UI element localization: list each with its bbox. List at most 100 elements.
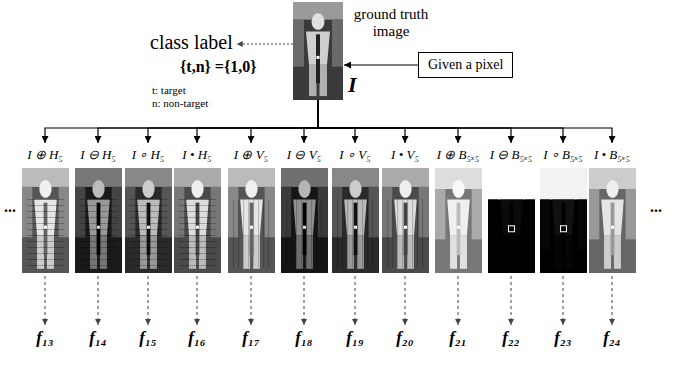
feature-image-picture	[174, 168, 221, 273]
figure-leg	[149, 235, 156, 269]
texture-line	[321, 200, 322, 268]
texture-line	[79, 205, 117, 206]
image-side	[576, 200, 586, 250]
figure-leg	[613, 235, 620, 269]
texture-line	[397, 200, 398, 268]
feature-pointer	[405, 276, 406, 325]
feature-pointer	[98, 276, 99, 325]
texture-line	[311, 200, 312, 268]
feature-name: f₁₇	[225, 328, 277, 348]
pixel-marker	[560, 226, 566, 232]
ground-truth-image: ground truth image	[293, 2, 343, 100]
connector	[304, 100, 318, 143]
texture-line	[387, 200, 388, 268]
figure-leg	[37, 235, 44, 269]
figure-head	[312, 13, 325, 30]
image-side	[264, 187, 274, 237]
pixel-marker	[196, 226, 199, 229]
texture-line	[178, 217, 216, 218]
thermal-image	[293, 2, 343, 100]
figure-leg	[309, 65, 317, 96]
texture-line	[129, 199, 167, 200]
feature-image: I ⊕ B₅ₓ₅	[432, 146, 484, 273]
texture-line	[316, 200, 317, 268]
texture-line	[422, 200, 423, 268]
figure-head	[452, 180, 464, 198]
texture-line	[79, 241, 117, 242]
texture-line	[258, 200, 259, 268]
image-side	[488, 200, 498, 250]
legend-note: n: non-target	[152, 97, 208, 110]
texture-line	[253, 200, 254, 268]
connector	[318, 100, 355, 143]
texture-line	[243, 200, 244, 268]
connector	[344, 64, 418, 65]
figure-head	[39, 180, 51, 198]
feature-name: f₁₅	[122, 328, 174, 348]
texture-line	[357, 200, 358, 268]
texture-line	[26, 199, 64, 200]
feature-pointer	[304, 276, 305, 325]
feature-name: f₂₃	[537, 328, 589, 348]
figure-leg	[90, 235, 97, 269]
pixel-marker	[44, 226, 47, 229]
figure-head	[142, 180, 154, 198]
image-background	[125, 168, 172, 273]
texture-line	[79, 253, 117, 254]
texture-line	[296, 200, 297, 268]
feature-pointer	[612, 276, 613, 325]
texture-line	[129, 205, 167, 206]
connector	[251, 100, 318, 143]
figure-object	[316, 34, 320, 83]
figure-object	[610, 203, 614, 256]
pixel-marker	[457, 226, 460, 229]
figure-leg	[198, 235, 205, 269]
figure-head	[505, 180, 517, 198]
figure-object	[509, 203, 513, 256]
image-background	[281, 168, 328, 273]
texture-line	[291, 200, 292, 268]
texture-line	[248, 200, 249, 268]
feature-image: I ∘ H₅	[122, 146, 174, 273]
feature-pointer	[45, 276, 46, 325]
image-side	[317, 187, 327, 237]
ellipsis: ...	[650, 198, 662, 216]
figure-head	[298, 180, 310, 198]
feature-pointer	[458, 276, 459, 325]
texture-line	[26, 217, 64, 218]
figure-leg	[512, 235, 519, 269]
feature-name: f₂₄	[586, 328, 638, 348]
feature-image: I • V₅	[379, 146, 431, 273]
feature-image: I ⊕ H₅	[19, 146, 71, 273]
texture-line	[26, 211, 64, 212]
texture-line	[372, 200, 373, 268]
feature-image-picture	[75, 168, 122, 273]
texture-line	[129, 259, 167, 260]
feature-image-picture	[589, 168, 636, 273]
connector	[318, 100, 458, 143]
image-side	[471, 189, 481, 239]
texture-line	[129, 265, 167, 266]
figure-leg	[503, 235, 510, 269]
feature-pointer	[197, 276, 198, 325]
operator-label: I ⊖ B₅ₓ₅	[490, 146, 533, 164]
texture-line	[79, 217, 117, 218]
texture-line	[342, 200, 343, 268]
feature-name: f₁₈	[278, 328, 330, 348]
callout-box: Given a pixel	[418, 52, 513, 78]
texture-line	[129, 247, 167, 248]
image-background	[75, 168, 122, 273]
texture-line	[79, 235, 117, 236]
pixel-marker	[303, 226, 306, 229]
texture-line	[129, 217, 167, 218]
figure-head	[557, 180, 569, 198]
texture-line	[392, 200, 393, 268]
feature-image-picture	[125, 168, 172, 273]
figure-leg	[46, 235, 53, 269]
texture-line	[301, 200, 302, 268]
figure-object	[456, 203, 460, 256]
pixel-marker	[404, 226, 407, 229]
figure-leg	[459, 235, 466, 269]
figure-leg	[604, 235, 611, 269]
image-side	[332, 20, 343, 67]
